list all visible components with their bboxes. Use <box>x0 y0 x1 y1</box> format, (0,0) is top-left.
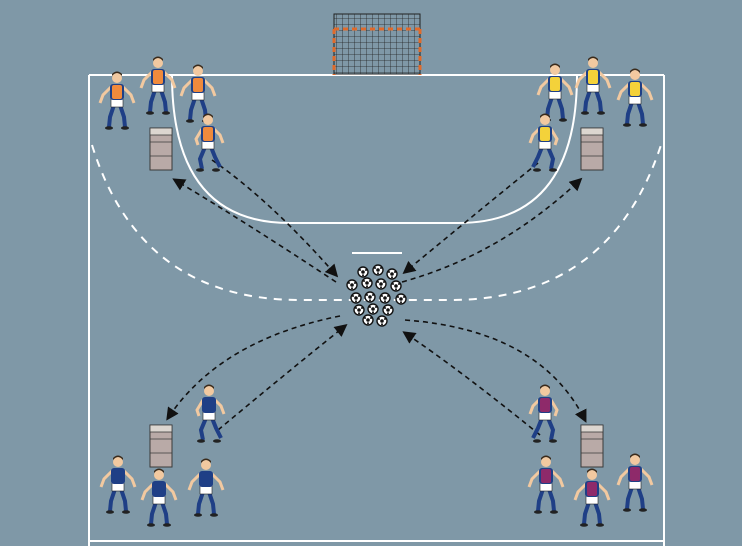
arrow-orange-to-balls <box>172 178 337 283</box>
ball-icon <box>375 278 387 290</box>
arrow-yellow-to-balls <box>402 162 539 275</box>
goal-icon <box>332 13 422 75</box>
box-icon <box>149 424 173 468</box>
arrow-blue-to-balls <box>217 324 348 431</box>
player-icon <box>139 56 177 115</box>
arrow-balls-to-yellow-box <box>401 177 583 283</box>
ball-icon <box>357 266 369 278</box>
player-icon <box>195 384 226 443</box>
blue-team <box>99 384 226 527</box>
ball-icon <box>395 293 407 305</box>
ball-icon <box>367 303 379 315</box>
ball-icon <box>372 264 384 276</box>
arrow-balls-to-blue-box <box>166 315 341 421</box>
ball-icon <box>361 277 373 289</box>
player-icon <box>140 468 178 527</box>
yellow-team <box>528 56 654 172</box>
player-icon <box>527 455 565 514</box>
player-icon <box>536 63 574 122</box>
ball-icon <box>386 268 398 280</box>
arrow-balls-to-purple-box <box>404 319 587 423</box>
ball-icon <box>382 304 394 316</box>
player-icon <box>194 113 225 172</box>
ball-pile <box>346 264 407 327</box>
player-icon <box>98 71 136 130</box>
player-icon <box>99 455 137 514</box>
purple-team <box>527 384 654 527</box>
ball-icon <box>353 304 365 316</box>
box-icon <box>580 127 604 171</box>
player-icon <box>616 453 654 512</box>
player-icon <box>179 64 217 123</box>
boxes <box>149 127 604 468</box>
ball-icon <box>390 280 402 292</box>
ball-icon <box>379 292 391 304</box>
ball-icon <box>376 315 388 327</box>
player-icon <box>187 458 225 517</box>
player-icon <box>573 468 611 527</box>
movement-arrows <box>166 159 587 436</box>
ball-icon <box>346 279 358 291</box>
ball-icon <box>350 292 362 304</box>
box-icon <box>149 127 173 171</box>
orange-team <box>98 56 225 172</box>
players <box>98 56 654 527</box>
player-icon <box>528 384 559 443</box>
arrow-orange-player-to-balls <box>211 159 339 278</box>
court-lines <box>88 74 665 546</box>
player-icon <box>574 56 612 115</box>
player-icon <box>528 113 559 172</box>
box-icon <box>580 424 604 468</box>
arrow-purple-to-balls <box>402 331 541 436</box>
ball-icon <box>362 314 374 326</box>
player-icon <box>616 68 654 127</box>
ball-icon <box>364 291 376 303</box>
